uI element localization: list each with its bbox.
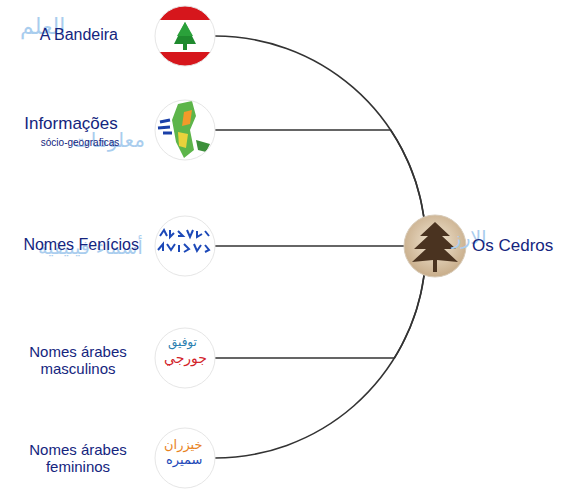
flag-icon [150,0,220,72]
map-icon [150,95,220,167]
node-label: A Bandeira [0,26,118,44]
topic-circle: Nomes árabes femininos [155,428,215,488]
connector-line [215,275,424,458]
node-label: Os Cedros [472,236,566,256]
arabic-names-icon [155,328,215,388]
connector-line [215,245,404,247]
node-label: Nomes árabes femininos [26,441,131,476]
node-label: Nomes árabes masculinos [26,343,131,378]
topic-circle: Nomes Fenícios [155,216,215,276]
node-label: Informações [0,114,142,134]
node-sublabel: sócio-geograficas [10,137,150,149]
arabic-names-icon [155,428,215,488]
icon-name-text: سميره [166,452,202,467]
icon-name-text: جورجي [164,350,207,366]
node-label: Nomes Fenícios [0,236,139,254]
icon-name-text: خيزران [164,437,203,452]
connector-line [215,275,424,358]
hub-circle: Os Cedros [404,215,466,277]
icon-name-text: توفيق [168,335,197,349]
connector-line [215,36,424,217]
phoenician-icon [155,216,215,276]
connector-line [215,130,424,217]
topic-circle: A Bandeira [155,6,215,66]
topic-circle: Informaçõessócio-geograficas [155,100,215,160]
topic-circle: Nomes árabes masculinos [155,328,215,388]
